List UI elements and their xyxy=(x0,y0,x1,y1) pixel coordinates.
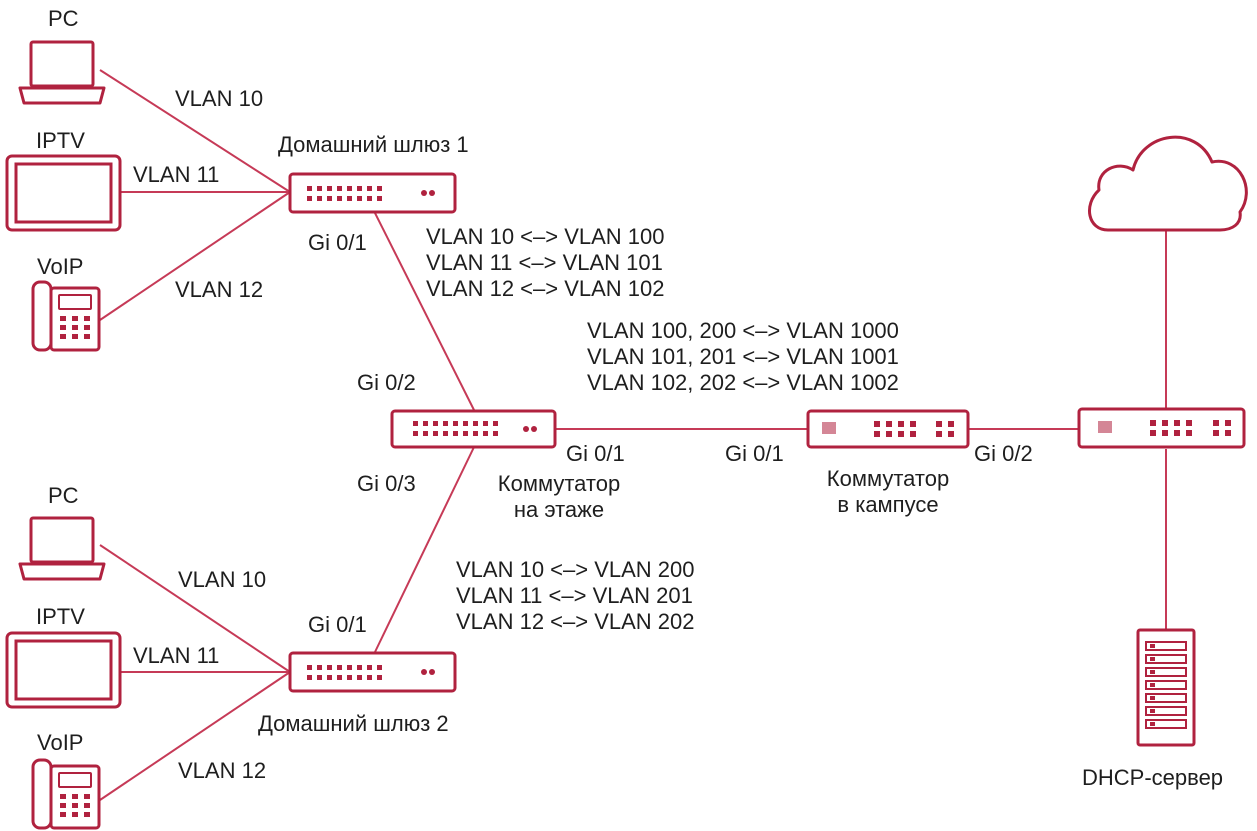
link-voip1-gw1 xyxy=(99,191,291,321)
link-pc2-gw2 xyxy=(99,544,291,673)
campus-switch-icon xyxy=(806,409,970,449)
device-label-iptv: IPTV xyxy=(36,128,85,153)
vlan-label: VLAN 12 xyxy=(175,277,264,302)
phone-keypad xyxy=(60,316,90,339)
vlan-mapping-line: VLAN 11 <–> VLAN 201 xyxy=(456,583,693,608)
port-label: Gi 0/1 xyxy=(308,230,367,255)
link-voip2-gw2 xyxy=(99,671,291,801)
vlan-label: VLAN 10 xyxy=(175,86,264,111)
port-label: Gi 0/2 xyxy=(974,441,1033,466)
vlan-mapping-gateway-2: VLAN 10 <–> VLAN 200 VLAN 11 <–> VLAN 20… xyxy=(456,557,695,635)
server-icon xyxy=(1136,628,1196,747)
laptop-icon xyxy=(18,516,106,581)
core-switch-icon xyxy=(1077,407,1246,449)
campus-switch-name-line: в кампусе xyxy=(837,492,939,517)
vlan-mapping-line: VLAN 100, 200 <–> VLAN 1000 xyxy=(587,318,899,343)
home-gateway-1-icon xyxy=(288,172,457,214)
floor-switch-name-line: на этаже xyxy=(513,497,605,522)
vlan-mapping-line: VLAN 101, 201 <–> VLAN 1001 xyxy=(587,344,899,369)
vlan-mapping-gateway-1: VLAN 10 <–> VLAN 100 VLAN 11 <–> VLAN 10… xyxy=(426,224,665,302)
vlan-mapping-line: VLAN 12 <–> VLAN 102 xyxy=(426,276,665,301)
campus-switch-name: Коммутатор в кампусе xyxy=(808,466,968,518)
port-label: Gi 0/2 xyxy=(357,370,416,395)
tv-icon xyxy=(5,154,122,232)
vlan-mapping-line: VLAN 10 <–> VLAN 200 xyxy=(456,557,695,582)
port-label: Gi 0/3 xyxy=(357,471,416,496)
cloud-icon xyxy=(1088,135,1248,232)
tv-icon xyxy=(5,631,122,709)
device-label-voip: VoIP xyxy=(37,254,84,279)
link-pc1-gw1 xyxy=(99,69,291,193)
floor-switch-icon xyxy=(390,409,557,449)
vlan-mapping-line: VLAN 102, 202 <–> VLAN 1002 xyxy=(587,370,899,395)
link-floor-gw2 xyxy=(374,444,476,653)
floor-switch-name: Коммутатор на этаже xyxy=(480,471,638,523)
vlan-label: VLAN 11 xyxy=(133,162,220,187)
device-label-voip: VoIP xyxy=(37,730,84,755)
device-label-pc: PC xyxy=(48,6,79,31)
vlan-mapping-line: VLAN 12 <–> VLAN 202 xyxy=(456,609,695,634)
vlan-label: VLAN 11 xyxy=(133,643,220,668)
vlan-mapping-campus: VLAN 100, 200 <–> VLAN 1000 VLAN 101, 20… xyxy=(587,318,899,396)
campus-switch-name-line: Коммутатор xyxy=(826,466,950,491)
vlan-mapping-line: VLAN 11 <–> VLAN 101 xyxy=(426,250,663,275)
dhcp-server-label: DHCP-сервер xyxy=(1082,765,1224,790)
laptop-icon xyxy=(18,40,106,105)
phone-keypad xyxy=(60,794,90,817)
vlan-mapping-line: VLAN 10 <–> VLAN 100 xyxy=(426,224,665,249)
floor-switch-name-line: Коммутатор xyxy=(497,471,621,496)
vlan-label: VLAN 10 xyxy=(178,567,267,592)
home-gateway-2-icon xyxy=(288,651,457,693)
home-gateway-2-title: Домашний шлюз 2 xyxy=(258,711,449,736)
port-label: Gi 0/1 xyxy=(308,612,367,637)
port-label: Gi 0/1 xyxy=(566,441,625,466)
device-label-iptv: IPTV xyxy=(36,604,85,629)
device-label-pc: PC xyxy=(48,483,79,508)
port-label: Gi 0/1 xyxy=(725,441,784,466)
home-gateway-1-title: Домашний шлюз 1 xyxy=(278,132,469,157)
vlan-label: VLAN 12 xyxy=(178,758,267,783)
link-gw1-floor xyxy=(374,212,476,413)
